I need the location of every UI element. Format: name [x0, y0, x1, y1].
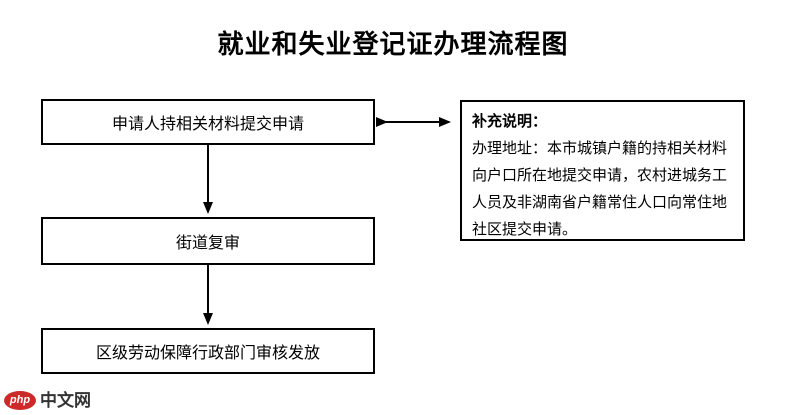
flow-step-label: 区级劳动保障行政部门审核发放	[95, 345, 320, 362]
note-heading: 补充说明：	[472, 113, 548, 130]
page-title: 就业和失业登记证办理流程图	[217, 29, 569, 59]
flow-step-submit-application: 申请人持相关材料提交申请	[41, 99, 375, 145]
php-logo-badge-icon: php	[4, 390, 36, 410]
supplementary-note-box: 补充说明： 办理地址：本市城镇户籍的持相关材料向户口所在地提交申请，农村进城务工…	[460, 100, 745, 241]
flow-step-district-issue: 区级劳动保障行政部门审核发放	[41, 328, 375, 374]
flow-step-label: 申请人持相关材料提交申请	[111, 116, 304, 133]
flow-step-label: 街道复审	[175, 235, 240, 252]
flow-step-street-review: 街道复审	[41, 217, 375, 265]
logo-site-name: 中文网	[40, 390, 91, 410]
note-body: 办理地址：本市城镇户籍的持相关材料向户口所在地提交申请，农村进城务工人员及非湖南…	[472, 140, 728, 238]
php-chinese-site-logo: php 中文网	[4, 389, 91, 411]
